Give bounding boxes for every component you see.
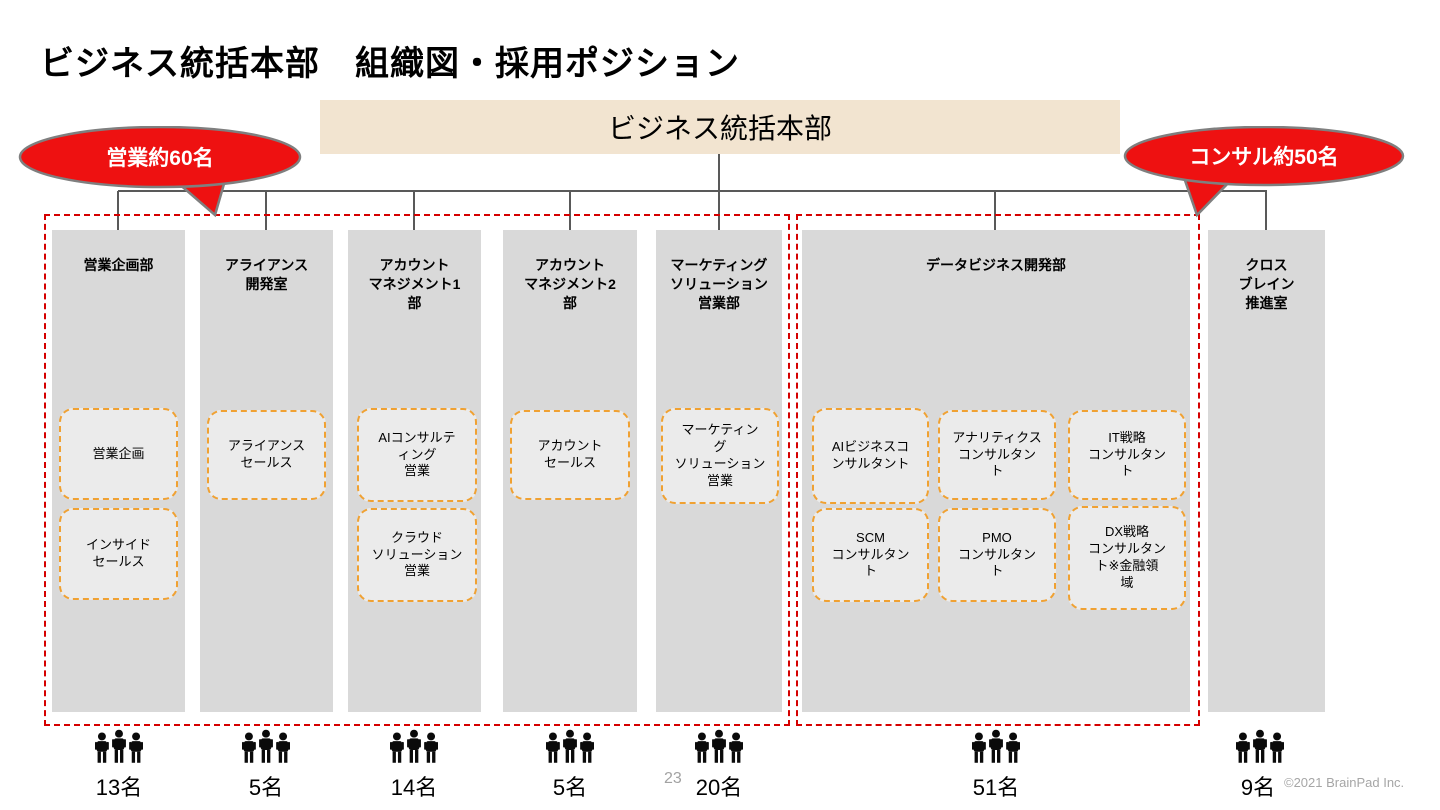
department-name: アカウント マネジメント2 部 [524, 257, 616, 311]
consulting-group-outline [796, 214, 1200, 726]
position-box: アナリティクス コンサルタン ト [938, 410, 1056, 500]
position-box: インサイド セールス [59, 508, 178, 600]
headcount-label: 5名 [552, 775, 588, 800]
people-icon [1236, 727, 1284, 769]
root-department-label: ビジネス統括本部 [607, 113, 832, 144]
headcount-label: 14名 [390, 775, 438, 800]
consulting-headcount-callout: コンサル約50名 [1123, 126, 1405, 218]
copyright-notice: ©2021 BrainPad Inc. [1284, 775, 1405, 790]
root-department-box: ビジネス統括本部 [320, 100, 1120, 154]
org-connector-stub [718, 191, 720, 230]
people-icon [95, 727, 143, 769]
people-icon [390, 727, 438, 769]
department-name: アライアンス 開発室 [224, 257, 309, 292]
department-name: 営業企画部 [83, 257, 154, 273]
callout-bubble [1123, 126, 1405, 187]
department-column-data-business: データビジネス開発部 AIビジネスコ ンサルタント アナリティクス コンサルタン… [802, 230, 1190, 712]
people-icon [546, 727, 594, 769]
people-icon [242, 727, 290, 769]
position-box: DX戦略 コンサルタン ト※金融領 域 [1068, 506, 1186, 610]
position-box: AIビジネスコ ンサルタント [812, 408, 929, 504]
headcount-label: 5名 [248, 775, 284, 800]
department-column-marketing-solution: マーケティング ソリューション 営業部 マーケティン グ ソリューション 営業 [656, 230, 782, 712]
department-column-cross-brain: クロス ブレイン 推進室 [1208, 230, 1325, 712]
org-connector-stub [1265, 191, 1267, 230]
department-name: マーケティング ソリューション 営業部 [670, 257, 768, 311]
position-box: AIコンサルテ ィング 営業 [357, 408, 477, 502]
position-box: SCM コンサルタン ト [812, 508, 929, 602]
callout-consulting-label: コンサル約50名 [1189, 145, 1338, 169]
position-box: PMO コンサルタン ト [938, 508, 1056, 602]
position-box: マーケティン グ ソリューション 営業 [661, 408, 779, 504]
org-connector-stub [994, 191, 996, 230]
org-connector-stub [569, 191, 571, 230]
department-name: クロス ブレイン 推進室 [1238, 257, 1295, 311]
sales-group-outline [44, 214, 790, 726]
callout-bubble [18, 126, 302, 189]
org-connector-stub [265, 191, 267, 230]
headcount-label: 20名 [695, 775, 743, 800]
position-box: アライアンス セールス [207, 410, 326, 500]
position-box: IT戦略 コンサルタン ト [1068, 410, 1186, 500]
department-name: データビジネス開発部 [926, 257, 1066, 273]
org-connector-root [718, 154, 720, 191]
org-connector-trunk [118, 190, 1267, 192]
sales-headcount-callout: 営業約60名 [18, 126, 302, 218]
page-title: ビジネス統括本部 組織図・採用ポジション [40, 45, 740, 83]
people-icon [972, 727, 1020, 769]
callout-sales-label: 営業約60名 [106, 146, 213, 170]
department-name: アカウント マネジメント1 部 [368, 257, 461, 311]
department-column-sales-planning: 営業企画部 営業企画 インサイド セールス [52, 230, 185, 712]
position-box: クラウド ソリューション 営業 [357, 508, 477, 602]
org-connector-stub [117, 191, 119, 230]
position-box: アカウント セールス [510, 410, 630, 500]
department-column-account-mgmt-2: アカウント マネジメント2 部 アカウント セールス [503, 230, 637, 712]
people-icon [695, 727, 743, 769]
position-box: 営業企画 [59, 408, 178, 500]
headcount-label: 13名 [95, 775, 143, 800]
headcount-label: 51名 [972, 775, 1020, 800]
headcount-label: 9名 [1240, 775, 1276, 800]
department-column-alliance: アライアンス 開発室 アライアンス セールス [200, 230, 333, 712]
department-column-account-mgmt-1: アカウント マネジメント1 部 AIコンサルテ ィング 営業 クラウド ソリュー… [348, 230, 481, 712]
page-number: 23 [664, 770, 682, 787]
org-connector-stub [413, 191, 415, 230]
